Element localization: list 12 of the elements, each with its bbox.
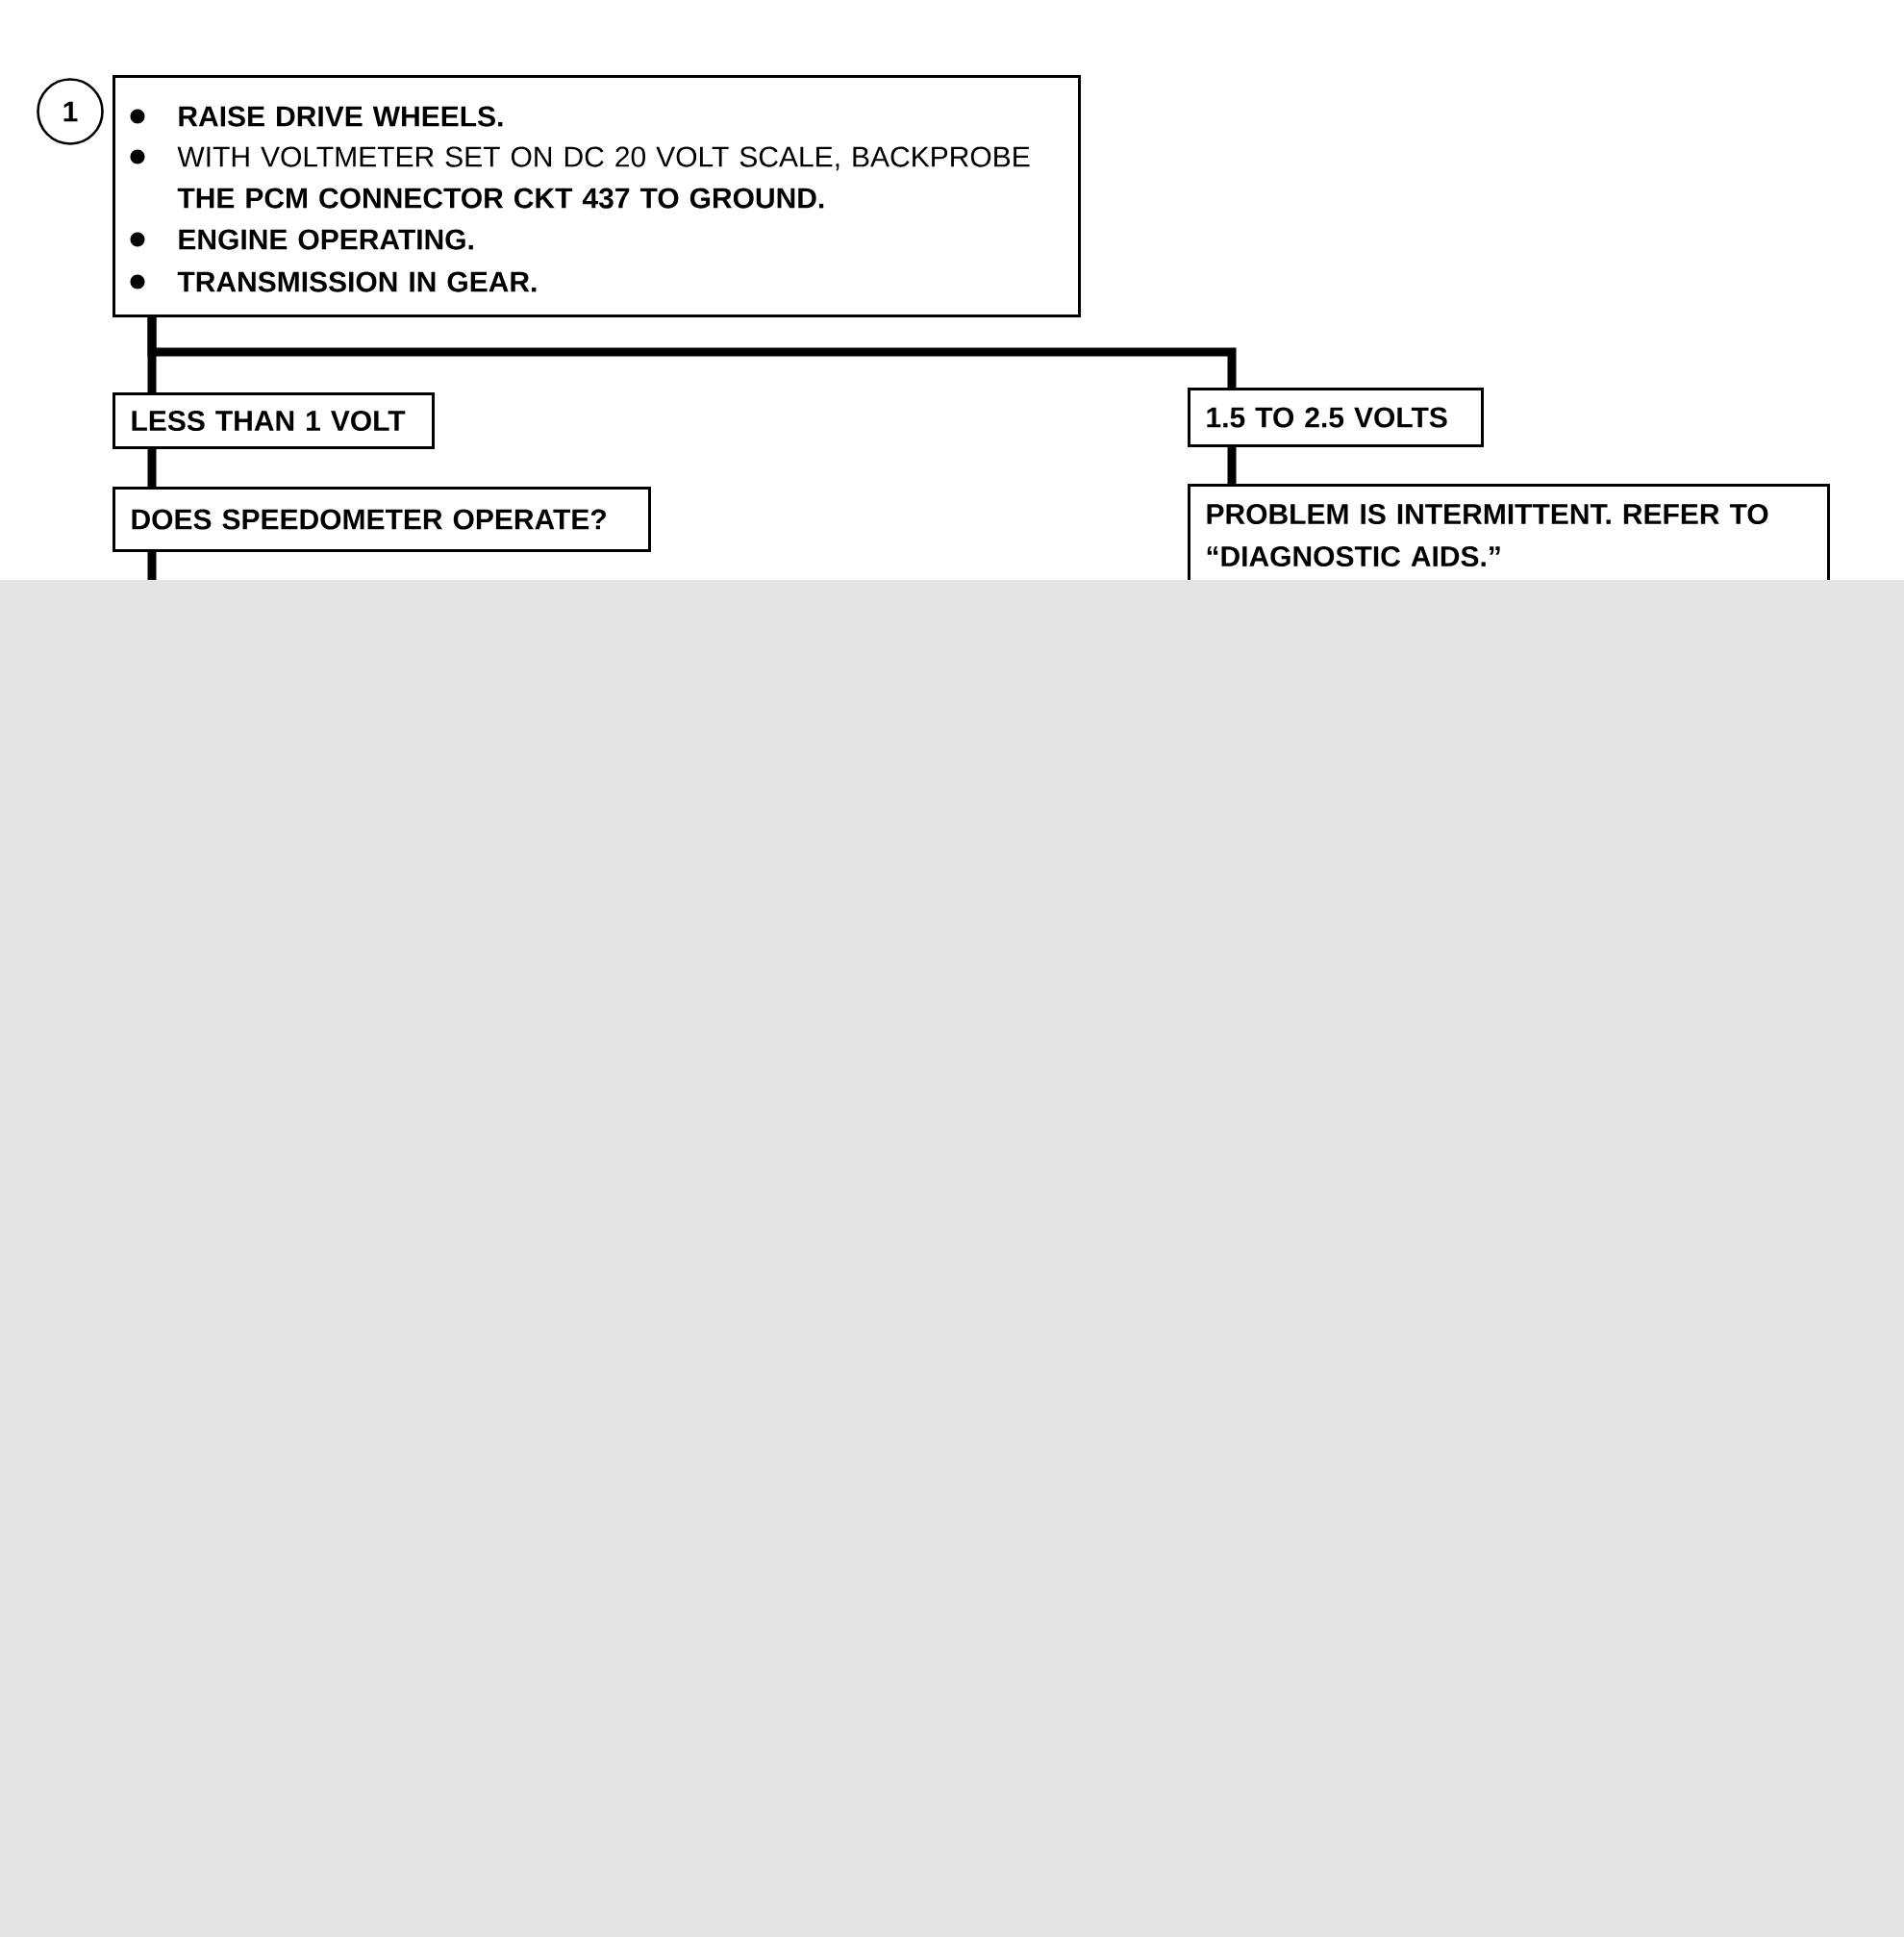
instruction-text: RAISE DRIVE WHEELS. <box>179 106 503 127</box>
result-box: 1.5 TO 2.5 VOLTS <box>1188 388 1484 447</box>
connector-line <box>147 317 1237 388</box>
connector-line <box>147 449 157 487</box>
question-box: DOES SPEEDOMETER OPERATE? <box>113 487 651 552</box>
connector-line <box>147 552 157 580</box>
step-number: 1 <box>37 78 104 145</box>
connector-line <box>1227 447 1237 484</box>
result-box: LESS THAN 1 VOLT <box>113 392 435 449</box>
instruction-text: WITH VOLTMETER SET ON DC 20 VOLT SCALE, BACKPROBE THE PCM CONNECTOR CKT 437 TO GROUND. <box>177 146 1030 209</box>
instruction-text: ENGINE OPERATING. <box>179 229 473 250</box>
instruction-text: TRANSMISSION IN GEAR. <box>177 271 537 292</box>
